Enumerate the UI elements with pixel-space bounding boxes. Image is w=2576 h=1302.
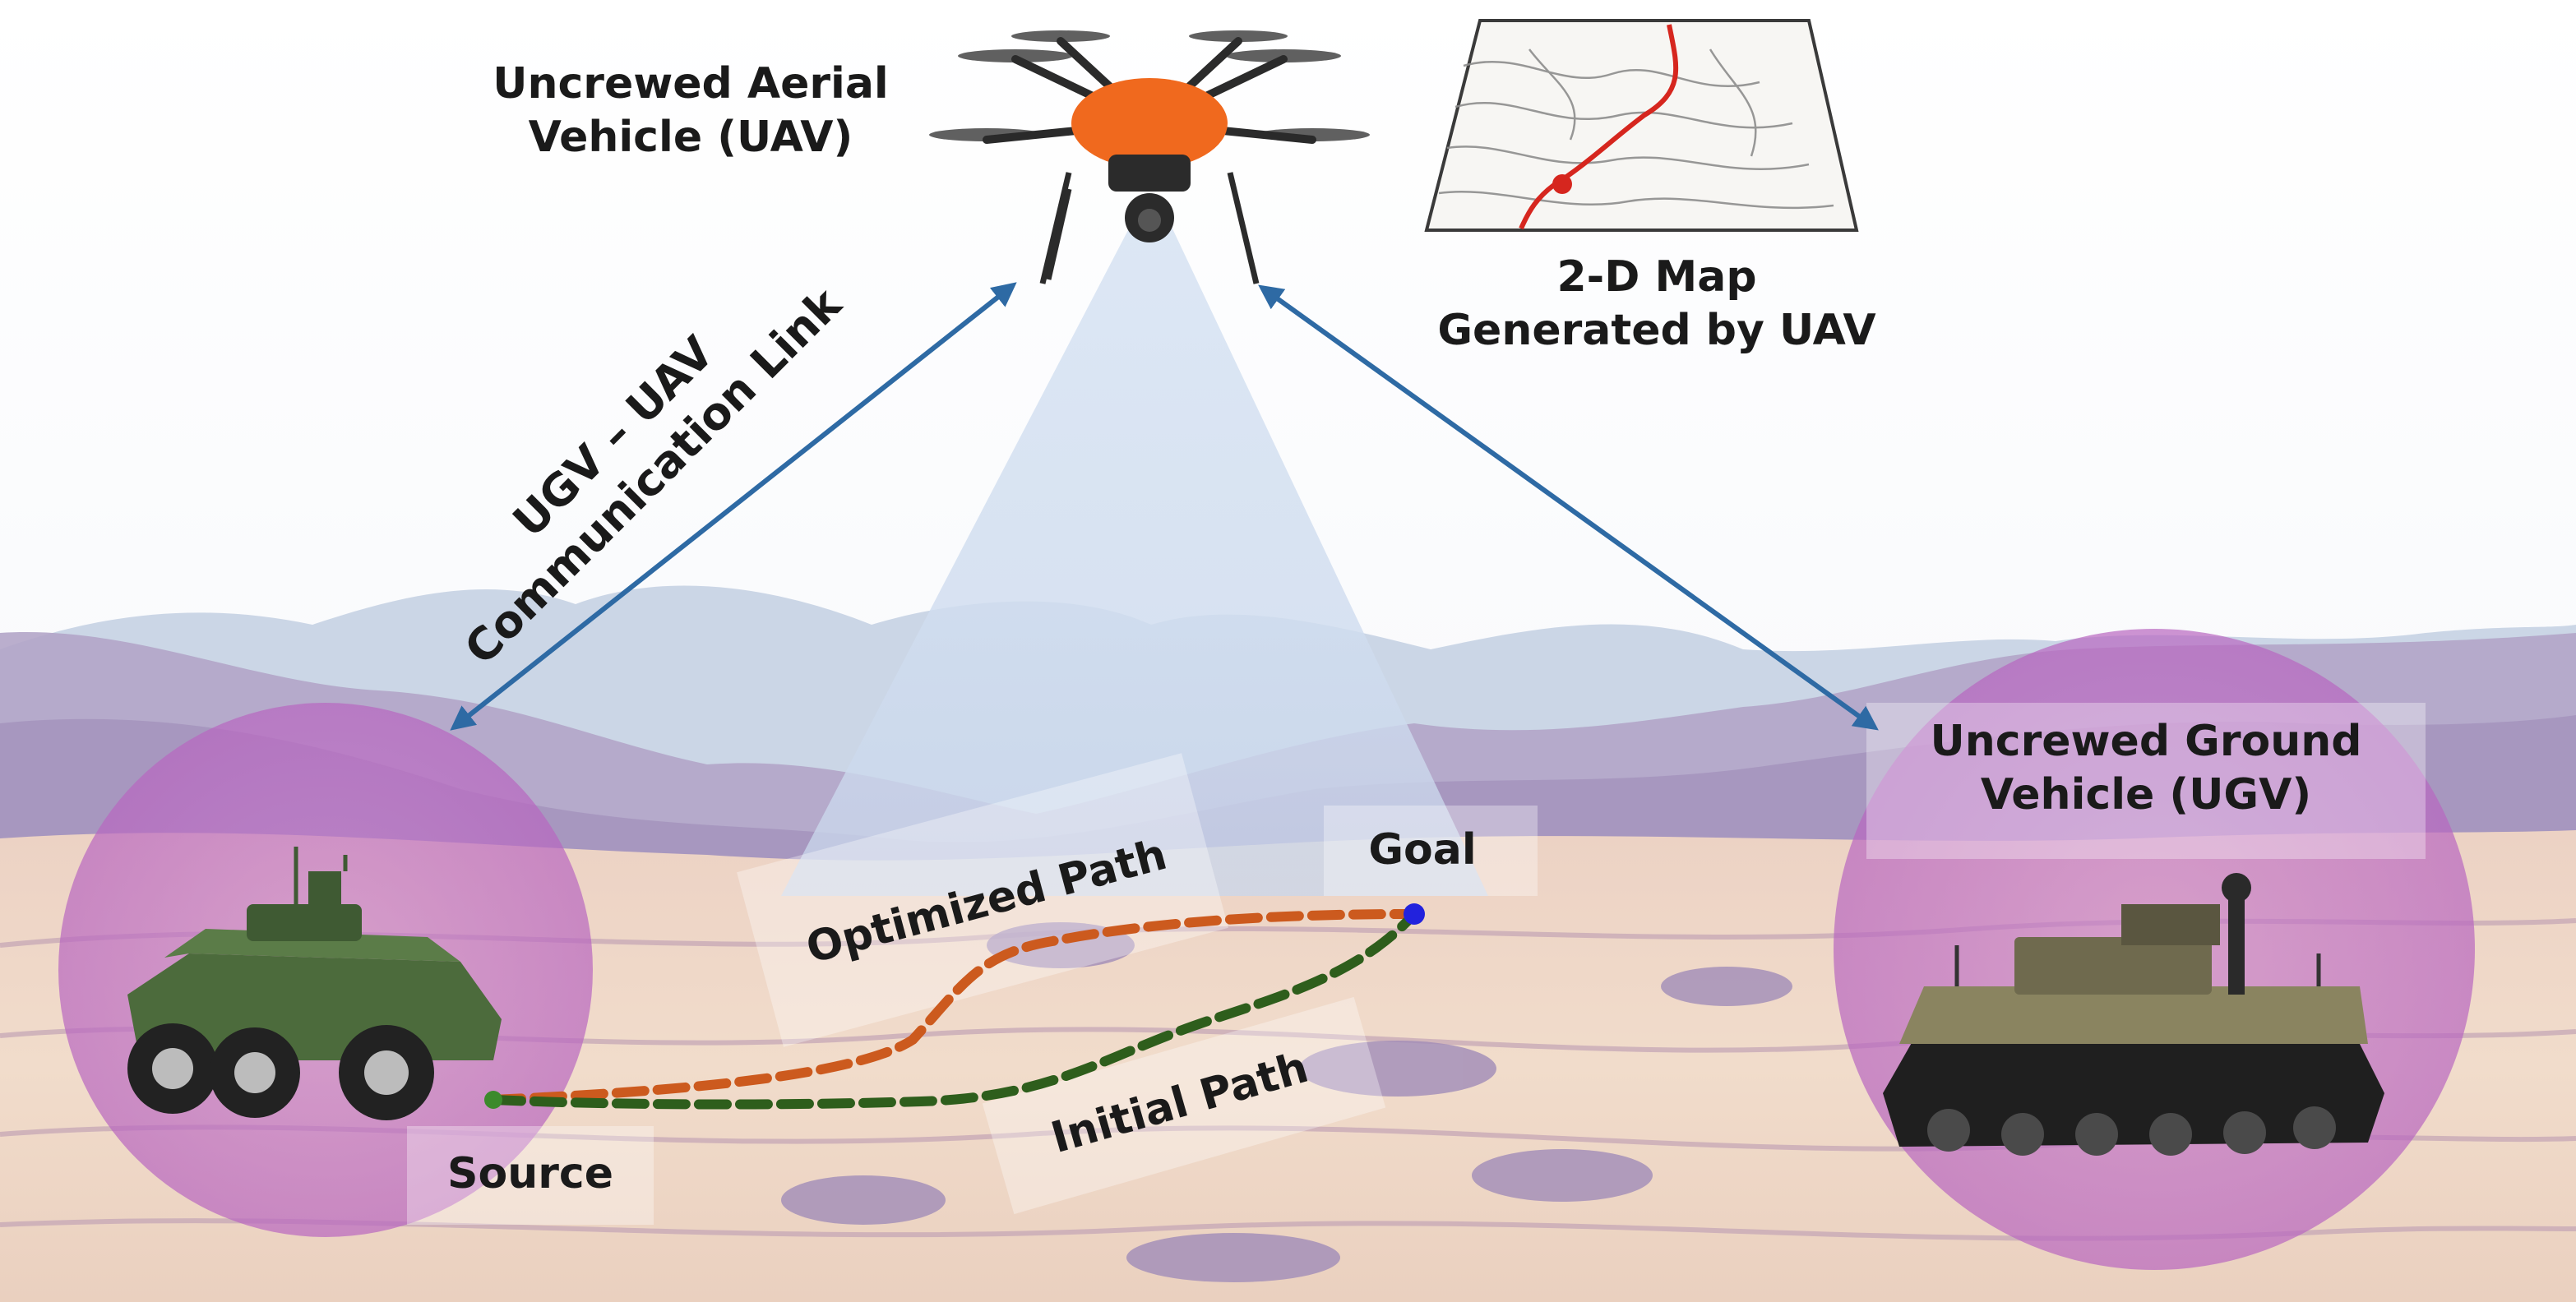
map-label: 2-D Map Generated by UAV xyxy=(1390,251,1924,358)
ugv-label: Uncrewed Ground Vehicle (UGV) xyxy=(1850,715,2442,822)
uav-label-line-1: Uncrewed Aerial xyxy=(493,59,889,108)
uav-drone xyxy=(929,30,1370,284)
map-graphic xyxy=(1424,19,1859,232)
label-backings xyxy=(407,703,2426,1225)
map-label-line-1: 2-D Map xyxy=(1556,252,1757,302)
uav-label: Uncrewed Aerial Vehicle (UAV) xyxy=(460,58,921,164)
ugv-label-line-2: Vehicle (UGV) xyxy=(1980,770,2312,820)
optimized-path-line xyxy=(488,909,1419,1105)
map-label-line-2: Generated by UAV xyxy=(1437,306,1876,355)
goal-label: Goal xyxy=(1368,825,1477,875)
ugv-label-line-1: Uncrewed Ground xyxy=(1930,717,2362,766)
uav-label-line-2: Vehicle (UAV) xyxy=(528,113,853,162)
link-arrow-left xyxy=(450,282,1017,731)
source-dot xyxy=(484,1091,502,1109)
tracked-ugv xyxy=(1883,873,2384,1156)
initial-path-line xyxy=(488,909,1419,1110)
shrubs xyxy=(781,922,1792,1282)
source-label: Source xyxy=(447,1149,613,1198)
link-arrow-right xyxy=(1258,284,1879,731)
goal-dot xyxy=(1404,903,1425,925)
wheeled-ugv xyxy=(127,847,502,1120)
